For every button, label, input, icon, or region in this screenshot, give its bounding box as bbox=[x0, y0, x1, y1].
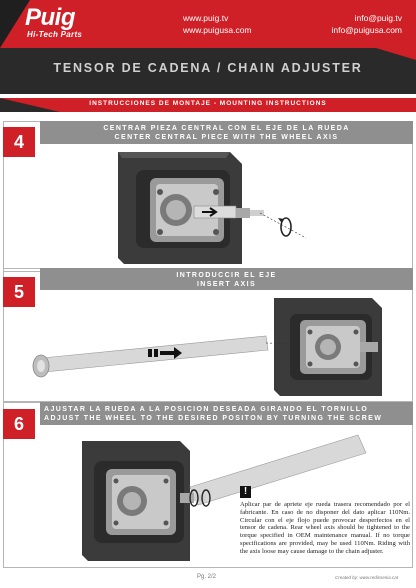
step-6-heading: AJUSTAR LA RUEDA A LA POSICION DESEADA G… bbox=[40, 402, 413, 425]
step-4-text-es: CENTRAR PIEZA CENTRAL CON EL EJE DE LA R… bbox=[103, 125, 350, 132]
email-links: info@puig.tv info@puigusa.com bbox=[331, 12, 402, 36]
step-5-illustration bbox=[32, 298, 382, 396]
step-4-illustration bbox=[118, 152, 307, 264]
logo-subtitle: Hi-Tech Parts bbox=[27, 30, 83, 39]
step-5-text-es: INTRODUCCIR EL EJE bbox=[176, 272, 277, 279]
puig-logo: Puig bbox=[25, 4, 76, 31]
email-link-2[interactable]: info@puigusa.com bbox=[331, 25, 402, 35]
footer-credit: Created by: www.redissenia.cat bbox=[334, 575, 398, 580]
step-6-illustration bbox=[82, 434, 367, 561]
warning-icon: ! bbox=[240, 486, 251, 498]
step-5-text-en: INSERT AXIS bbox=[196, 281, 257, 288]
step-4-number: 4 bbox=[3, 127, 35, 157]
step-6-text-es: AJUSTAR LA RUEDA A LA POSICION DESEADA G… bbox=[44, 406, 369, 413]
title-band bbox=[0, 48, 416, 94]
warning-text: Aplicar par de apriete eje rueda trasera… bbox=[240, 501, 410, 555]
step-6-number: 6 bbox=[3, 409, 35, 439]
instructions-dark-cut bbox=[0, 98, 60, 112]
step-4-text-en: CENTER CENTRAL PIECE WITH THE WHEEL AXIS bbox=[114, 134, 339, 141]
page-number: Pg. 2/2 bbox=[197, 574, 217, 580]
email-link-1[interactable]: info@puig.tv bbox=[354, 13, 402, 23]
website-links: www.puig.tv www.puigusa.com bbox=[183, 12, 252, 36]
website-link-1[interactable]: www.puig.tv bbox=[183, 13, 229, 23]
step-5-number: 5 bbox=[3, 277, 35, 307]
title-red-edge bbox=[376, 48, 416, 60]
step-5-heading: INTRODUCCIR EL EJE INSERT AXIS bbox=[40, 268, 413, 290]
header-dark-wedge bbox=[0, 0, 30, 48]
instructions-heading: INSTRUCCIONES DE MONTAJE - MOUNTING INST… bbox=[89, 100, 327, 107]
header-band bbox=[0, 0, 416, 48]
step-4-heading: CENTRAR PIEZA CENTRAL CON EL EJE DE LA R… bbox=[40, 121, 413, 144]
step-6-text-en: ADJUST THE WHEEL TO THE DESIRED POSITON … bbox=[44, 415, 383, 422]
page-title: TENSOR DE CADENA / CHAIN ADJUSTER bbox=[53, 61, 363, 75]
website-link-2[interactable]: www.puigusa.com bbox=[183, 25, 252, 35]
footer bbox=[0, 571, 416, 588]
instructions-band bbox=[0, 98, 416, 112]
